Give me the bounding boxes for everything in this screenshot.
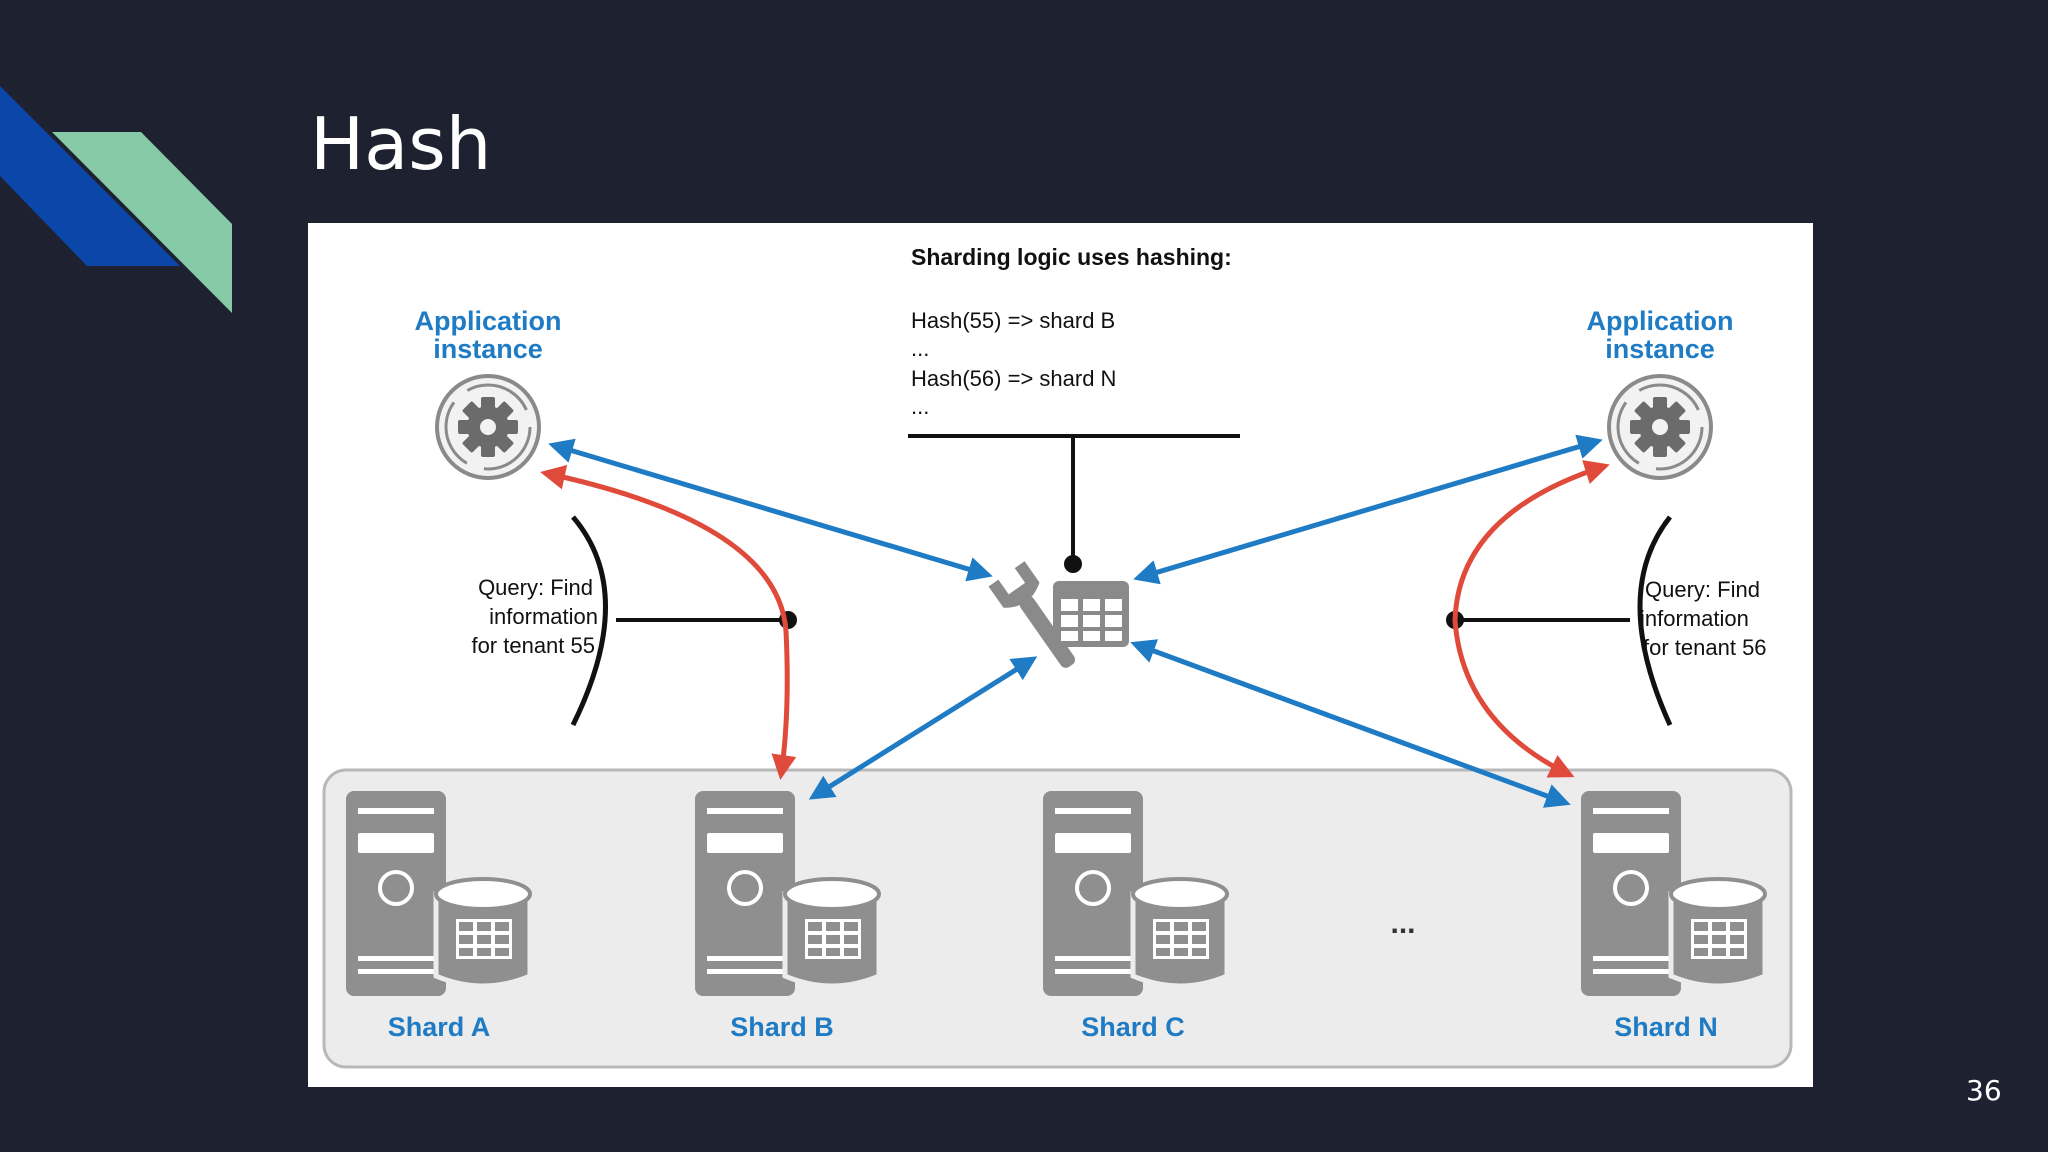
page-number: 36: [1966, 1074, 2002, 1107]
arrow-query-tenant-56: [1452, 460, 1610, 778]
query-left-line3: for tenant 55: [471, 633, 595, 658]
table-icon: [1053, 581, 1129, 647]
gear-icon: [435, 374, 541, 480]
arrow-router-shard-n: [1130, 639, 1571, 808]
query-right-line3: for tenant 56: [1643, 635, 1767, 660]
hash-line-4: ...: [911, 394, 929, 419]
shard-a-icon: [346, 791, 533, 996]
app-right-label-line1: Application: [1587, 306, 1734, 336]
hash-callout-connector: [908, 434, 1240, 573]
query-brace-left: [570, 515, 797, 727]
query-left-line2: information: [489, 604, 598, 629]
sharding-diagram: Sharding logic uses hashing: Hash(55) =>…: [308, 223, 1813, 1087]
shard-n-label: Shard N: [1614, 1012, 1718, 1042]
arrow-app-left-router: [548, 438, 993, 582]
sharding-heading: Sharding logic uses hashing:: [911, 244, 1232, 270]
slide-title: Hash: [310, 102, 492, 186]
shard-b-icon: [695, 791, 882, 996]
shard-ellipsis: ...: [1390, 907, 1415, 940]
hash-line-1: Hash(55) => shard B: [911, 308, 1115, 333]
hash-line-3: Hash(56) => shard N: [911, 366, 1116, 391]
gear-icon: [1607, 374, 1713, 480]
deco-blue-stripe: [0, 86, 180, 266]
arrow-query-tenant-55: [540, 464, 797, 780]
query-right-line2: information: [1640, 606, 1749, 631]
app-right-label-line2: instance: [1605, 334, 1715, 364]
arrow-app-right-router: [1133, 434, 1603, 585]
shard-c-label: Shard C: [1081, 1012, 1185, 1042]
deco-green-stripe: [52, 132, 232, 313]
wrench-icon: [988, 561, 1076, 668]
hash-line-2: ...: [911, 336, 929, 361]
shard-c-icon: [1043, 791, 1230, 996]
query-right-line1: Query: Find: [1645, 577, 1760, 602]
app-left-label-line2: instance: [433, 334, 543, 364]
shard-b-label: Shard B: [730, 1012, 834, 1042]
shard-a-label: Shard A: [388, 1012, 491, 1042]
shard-n-icon: [1581, 791, 1768, 996]
app-left-label-line1: Application: [415, 306, 562, 336]
arrow-router-shard-b: [808, 656, 1038, 800]
query-left-line1: Query: Find: [478, 575, 593, 600]
corner-decoration: [0, 86, 232, 313]
